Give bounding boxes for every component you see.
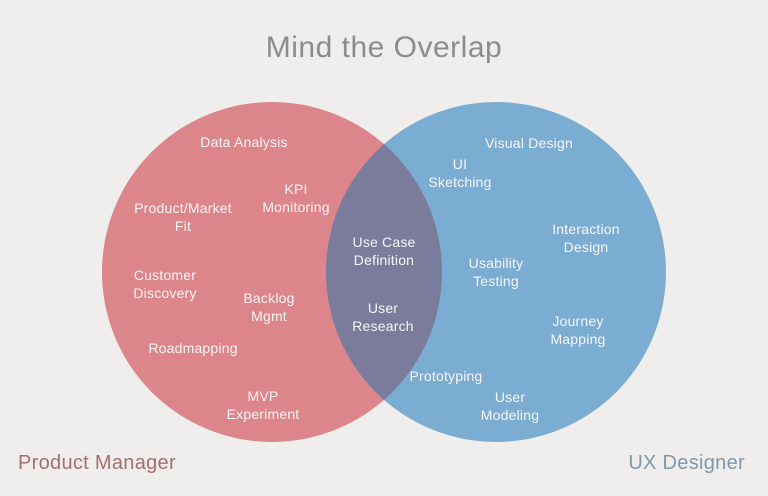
right-circle-label-ux-designer: UX Designer	[628, 452, 745, 474]
venn-item-use-case-definition: Use Case Definition	[352, 233, 416, 268]
venn-item-backlog-mgmt: Backlog Mgmt	[243, 289, 295, 324]
venn-item-ui-sketching: UI Sketching	[428, 155, 492, 190]
left-circle-label-product-manager: Product Manager	[18, 452, 176, 474]
overlap-lens	[326, 102, 442, 442]
venn-item-journey-mapping: Journey Mapping	[550, 312, 606, 347]
venn-item-user-research: User Research	[352, 299, 414, 334]
venn-item-mvp-experiment: MVP Experiment	[226, 387, 300, 422]
venn-item-prototyping: Prototyping	[409, 367, 483, 384]
venn-item-product-market-fit: Product/Market Fit	[134, 199, 232, 234]
venn-item-interaction-design: Interaction Design	[552, 220, 620, 255]
venn-item-roadmapping: Roadmapping	[148, 339, 238, 356]
venn-item-data-analysis: Data Analysis	[200, 133, 288, 150]
venn-item-user-modeling: User Modeling	[480, 388, 540, 423]
venn-item-customer-discovery: Customer Discovery	[133, 266, 197, 301]
venn-item-visual-design: Visual Design	[485, 134, 573, 151]
page-title: Mind the Overlap	[265, 31, 503, 64]
venn-item-usability-testing: Usability Testing	[468, 254, 524, 289]
venn-item-kpi-monitoring: KPI Monitoring	[262, 180, 330, 215]
